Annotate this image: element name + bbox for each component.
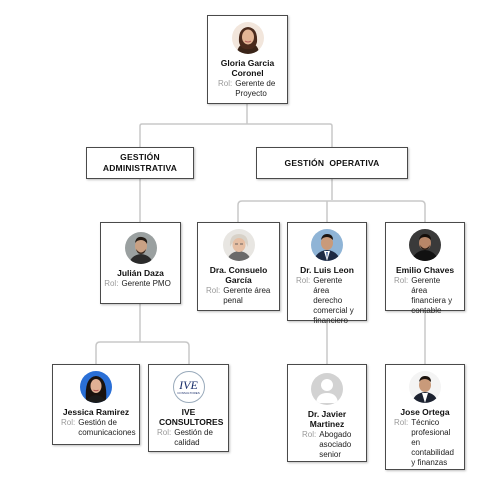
role-label: Rol:: [61, 418, 76, 427]
person-photo-icon: [409, 229, 441, 261]
role-label: Rol:: [394, 276, 409, 285]
person-card-javier[interactable]: Dr. Javier Martinez Rol: Abogado asociad…: [287, 364, 367, 462]
person-name: Gloria Garcia Coronel: [220, 58, 275, 78]
person-photo-icon: [80, 371, 112, 403]
root-card[interactable]: Gloria Garcia Coronel Rol: Gerente de Pr…: [207, 15, 288, 104]
person-card-julian[interactable]: Julián Daza Rol: Gerente PMO: [100, 222, 181, 304]
avatar: [222, 229, 255, 261]
person-name: Jose Ortega: [400, 407, 450, 417]
department-operativa[interactable]: GESTIÓN OPERATIVA: [256, 147, 408, 179]
person-card-jessica[interactable]: Jessica Ramirez Rol: Gestión de comunica…: [52, 364, 140, 445]
person-role: Rol: Gerente área penal: [198, 285, 279, 306]
role-value: Gerente de Proyecto: [235, 79, 276, 98]
avatar: [311, 373, 343, 405]
role-label: Rol:: [296, 276, 311, 285]
person-role: Rol: Gerente área derecho comercial y fi…: [288, 275, 366, 326]
role-value: Gerente área penal: [223, 286, 271, 305]
company-logo: IVE CONSULTORES: [172, 371, 205, 403]
person-role: Rol: Gerente PMO: [101, 278, 180, 289]
role-value: Técnico profesional en contabilidad y fi…: [411, 418, 454, 467]
role-label: Rol:: [394, 418, 409, 427]
avatar: [311, 229, 343, 261]
role-value: Gerente PMO: [121, 279, 171, 288]
person-name: Dra. Consuelo García: [209, 265, 268, 285]
person-card-jose[interactable]: Jose Ortega Rol: Técnico profesional en …: [385, 364, 465, 470]
person-photo-icon: [231, 22, 264, 54]
person-role: Rol: Gestión de comunicaciones: [53, 417, 139, 438]
role-value: Gestión de comunicaciones: [78, 418, 136, 437]
person-role: Rol: Gerente de Proyecto: [208, 78, 287, 99]
logo-mark: IVE: [179, 378, 198, 392]
department-label: GESTIÓN ADMINISTRATIVA: [102, 152, 178, 173]
avatar: [80, 371, 112, 403]
role-label: Rol:: [104, 279, 119, 288]
user-placeholder-icon: [311, 373, 343, 405]
role-value: Gerente área derecho comercial y financi…: [313, 276, 354, 325]
role-value: Gestión de calidad: [174, 428, 213, 447]
role-label: Rol:: [157, 428, 172, 437]
person-role: Rol: Técnico profesional en contabilidad…: [386, 417, 464, 468]
person-photo-icon: [222, 229, 255, 261]
role-label: Rol:: [206, 286, 221, 295]
person-role: Rol: Gerente área financiera y contable: [386, 275, 464, 316]
person-card-luis[interactable]: Dr. Luis Leon Rol: Gerente área derecho …: [287, 222, 367, 325]
role-label: Rol:: [302, 430, 317, 439]
role-value: Abogado asociado senior: [319, 430, 352, 459]
person-name: Julián Daza: [117, 268, 164, 278]
avatar: [409, 229, 441, 261]
avatar: [231, 22, 264, 54]
person-role: Rol: Gestión de calidad: [149, 427, 228, 448]
role-value: Gerente área financiera y contable: [411, 276, 453, 315]
person-card-consuelo[interactable]: Dra. Consuelo García Rol: Gerente área p…: [197, 222, 280, 311]
person-card-ive[interactable]: IVE CONSULTORES IVE CONSULTORES Rol: Ges…: [148, 364, 229, 452]
avatar: [124, 232, 157, 264]
person-name: IVE CONSULTORES: [159, 407, 224, 427]
logo-subtext: CONSULTORES: [177, 391, 200, 395]
person-role: Rol: Abogado asociado senior: [288, 429, 366, 460]
person-name: Dr. Luis Leon: [300, 265, 354, 275]
role-label: Rol:: [218, 79, 233, 88]
person-photo-icon: [311, 229, 343, 261]
person-photo-icon: [124, 232, 157, 264]
person-name: Jessica Ramirez: [62, 407, 130, 417]
department-admin[interactable]: GESTIÓN ADMINISTRATIVA: [86, 147, 194, 179]
person-photo-icon: [409, 371, 441, 403]
avatar: [409, 371, 441, 403]
person-name: Dr. Javier Martinez: [307, 409, 347, 429]
person-card-emilio[interactable]: Emilio Chaves Rol: Gerente área financie…: [385, 222, 465, 315]
department-label: GESTIÓN OPERATIVA: [284, 157, 380, 168]
person-name: Emilio Chaves: [395, 265, 455, 275]
